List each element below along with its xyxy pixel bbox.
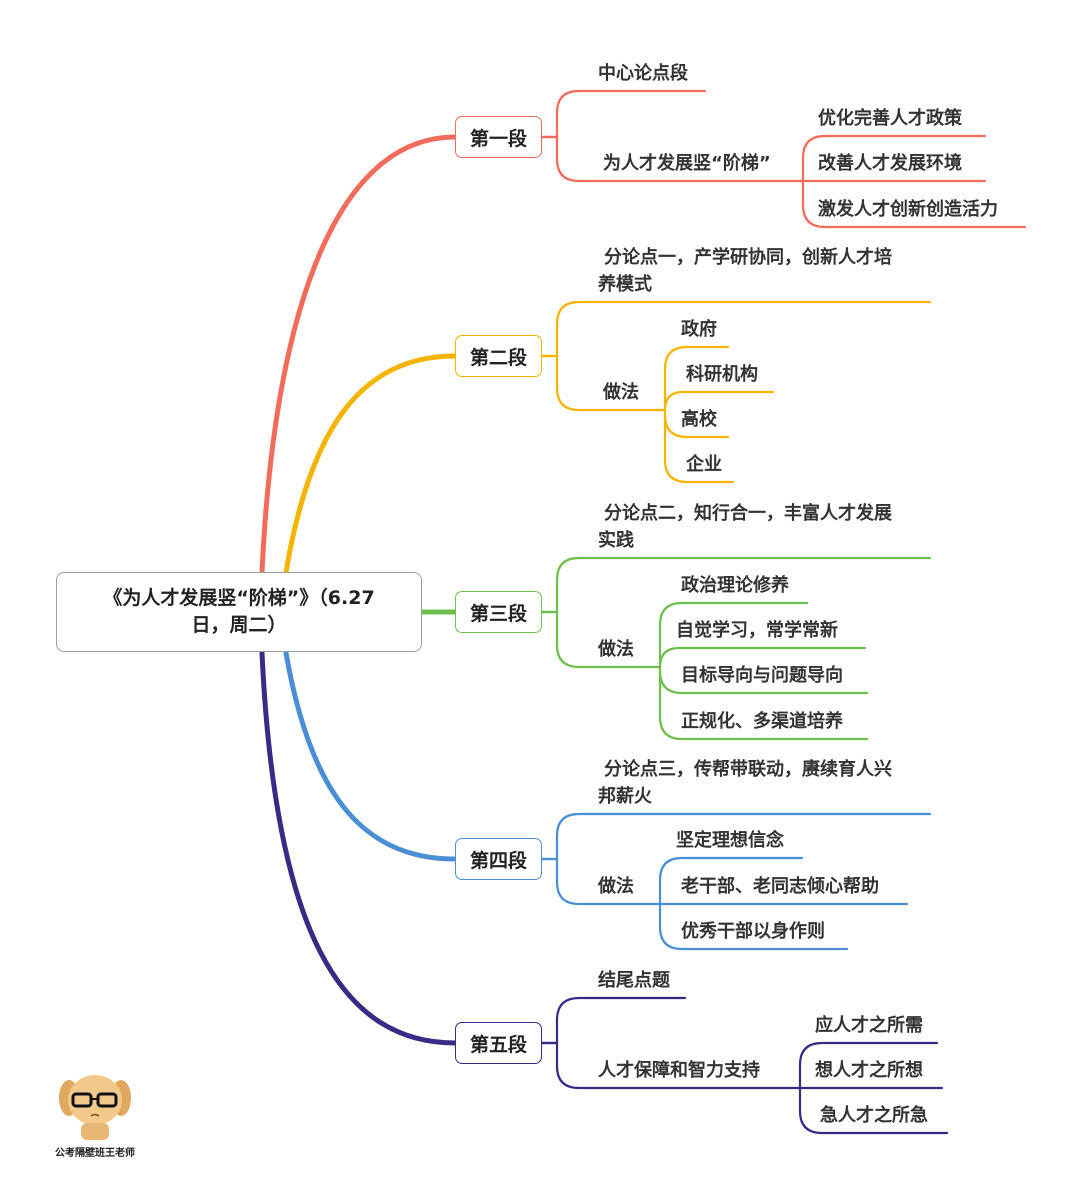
branch-topic-5[interactable]: 第五段 — [455, 1022, 542, 1064]
subtopic-5-2[interactable]: 人才保障和智力支持 — [598, 1060, 760, 1081]
leaf-connector — [658, 665, 869, 741]
branch-topic-3[interactable]: 第三段 — [455, 591, 542, 633]
leaf-topic-5-1[interactable]: 应人才之所需 — [815, 1015, 923, 1036]
root-topic[interactable]: 《为人才发展竖“阶梯”》（6.27日，周二） — [56, 572, 422, 652]
leaf-topic-3-4[interactable]: 正规化、多渠道培养 — [681, 711, 843, 732]
main-branch-line-5 — [259, 650, 458, 1046]
subtopic-line-1: 分论点二，知行合一，丰富人才发展 — [604, 503, 892, 524]
subtopic-connector — [540, 300, 932, 358]
subtopic-2-1[interactable]: 分论点一，产学研协同，创新人才培养模式 — [598, 244, 892, 298]
leaf-connector — [658, 856, 804, 906]
leaf-topic-5-2[interactable]: 想人才之所想 — [815, 1060, 923, 1081]
leaf-connector — [798, 134, 987, 183]
watermark: 公考隔壁班王老师 — [50, 1068, 140, 1159]
leaf-topic-1-3[interactable]: 激发人才创新创造活力 — [818, 199, 998, 220]
leaf-topic-4-2[interactable]: 老干部、老同志倾心帮助 — [681, 876, 879, 897]
leaf-topic-3-1[interactable]: 政治理论修养 — [681, 575, 789, 596]
leaf-connector — [658, 902, 849, 951]
subtopic-1-2[interactable]: 为人才发展竖“阶梯” — [603, 153, 771, 174]
leaf-connector — [658, 601, 809, 669]
subtopic-connector — [540, 610, 662, 669]
subtopic-line-1: 分论点一，产学研协同，创新人才培 — [604, 247, 892, 268]
subtopic-connector — [540, 354, 667, 412]
subtopic-2-2[interactable]: 做法 — [603, 382, 639, 403]
puppy-logo-icon — [59, 1075, 131, 1140]
subtopic-connector — [540, 996, 687, 1045]
leaf-connector — [663, 345, 730, 412]
leaf-connector — [663, 390, 775, 412]
subtopic-line-2: 养模式 — [598, 274, 652, 295]
leaf-topic-4-3[interactable]: 优秀干部以身作则 — [681, 921, 825, 942]
branch-topic-2[interactable]: 第二段 — [455, 335, 542, 377]
main-branch-line-1 — [259, 134, 458, 575]
subtopic-4-1[interactable]: 分论点三，传帮带联动，赓续育人兴邦薪火 — [598, 756, 892, 810]
leaf-topic-2-1[interactable]: 政府 — [681, 319, 717, 340]
leaf-topic-5-3[interactable]: 急人才之所急 — [820, 1105, 928, 1126]
subtopic-connector — [540, 857, 662, 906]
leaf-topic-1-2[interactable]: 改善人才发展环境 — [818, 153, 962, 174]
main-branch-line-2 — [283, 353, 458, 575]
leaf-connector — [658, 646, 867, 669]
subtopic-connector — [540, 1041, 802, 1090]
leaf-topic-4-1[interactable]: 坚定理想信念 — [676, 830, 784, 851]
subtopic-connector — [540, 89, 707, 139]
leaf-topic-2-3[interactable]: 高校 — [681, 409, 717, 430]
leaf-topic-3-3[interactable]: 目标导向与问题导向 — [681, 665, 843, 686]
subtopic-line-2: 邦薪火 — [598, 786, 652, 807]
subtopic-connector — [540, 556, 932, 614]
subtopic-line-1: 分论点三，传帮带联动，赓续育人兴 — [604, 759, 892, 780]
leaf-connector — [798, 1086, 949, 1135]
watermark-caption: 公考隔壁班王老师 — [55, 1148, 135, 1159]
subtopic-5-1[interactable]: 结尾点题 — [598, 970, 670, 991]
main-branch-line-4 — [283, 650, 458, 862]
root-title: 《为人才发展竖“阶梯”》（6.27日，周二） — [103, 587, 375, 636]
subtopic-3-2[interactable]: 做法 — [598, 639, 634, 660]
subtopic-connector — [540, 135, 802, 183]
subtopic-line-2: 实践 — [598, 530, 634, 551]
leaf-connector — [663, 408, 735, 484]
leaf-connector — [798, 179, 1027, 229]
leaf-topic-2-4[interactable]: 企业 — [686, 454, 722, 475]
leaf-topic-3-2[interactable]: 自觉学习，常学常新 — [676, 620, 838, 641]
leaf-topic-1-1[interactable]: 优化完善人才政策 — [818, 108, 962, 129]
subtopic-connector — [540, 812, 932, 861]
subtopic-3-1[interactable]: 分论点二，知行合一，丰富人才发展实践 — [598, 500, 892, 554]
subtopic-1-1[interactable]: 中心论点段 — [598, 63, 688, 84]
leaf-topic-2-2[interactable]: 科研机构 — [686, 364, 758, 385]
branch-topic-1[interactable]: 第一段 — [455, 116, 542, 158]
leaf-connector — [798, 1041, 939, 1090]
branch-topic-4[interactable]: 第四段 — [455, 838, 542, 880]
subtopic-4-2[interactable]: 做法 — [598, 876, 634, 897]
